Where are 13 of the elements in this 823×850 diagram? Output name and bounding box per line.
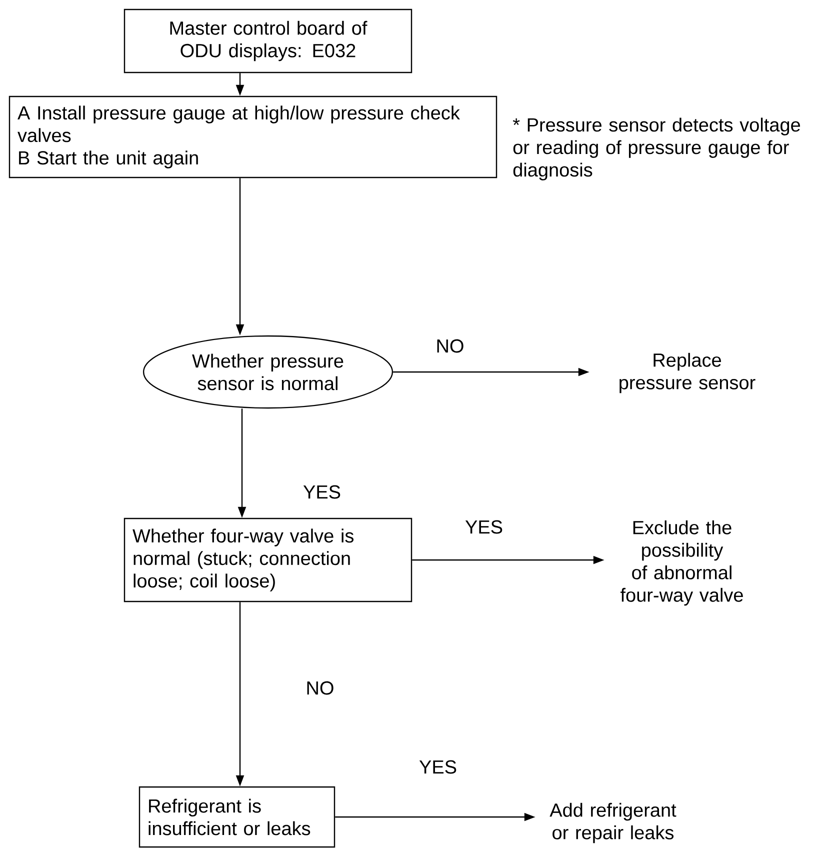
process-box: Master control board of ODU displays: E032 xyxy=(124,8,412,74)
result-text: Add refrigerant or repair leaks xyxy=(550,802,676,844)
edge-label: YES xyxy=(465,520,502,534)
edge-label: YES xyxy=(303,485,340,499)
note-text: * Pressure sensor detects voltage or reading of pressure gauge for diagnosis xyxy=(512,118,800,180)
process-box: A Install pressure gauge at high/low pressure check valves B Start the unit again xyxy=(8,96,498,178)
edge-label: YES xyxy=(419,760,456,774)
process-box: Whether four-way valve is normal (stuck; connection loose; coil loose) xyxy=(124,518,412,602)
edge-label: NO xyxy=(437,339,464,353)
result-text: Replace pressure sensor xyxy=(620,352,756,394)
process-box: Refrigerant is insufficient or leaks xyxy=(138,786,336,848)
edge-label: NO xyxy=(307,681,334,695)
result-text: Exclude the possibility of abnormal four-way valve xyxy=(620,520,743,606)
